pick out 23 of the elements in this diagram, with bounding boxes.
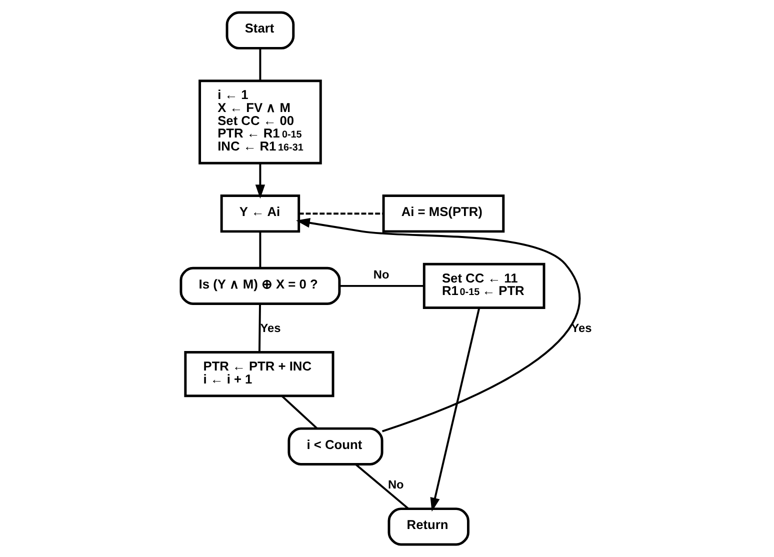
edge-label: No [388, 478, 404, 492]
edge-label: Yes [260, 321, 281, 336]
node-box: Start [226, 11, 295, 50]
node-box: i ← 1 X ← FV ∧ M Set CC ← 00 PTR ← R10-15 INC ← R116-31 [198, 80, 322, 164]
connector [259, 48, 262, 81]
node-box: Y ← Ai [220, 194, 300, 233]
node-box: i < Count [288, 427, 384, 466]
connector [298, 212, 384, 215]
connector [340, 284, 424, 287]
connector [355, 464, 410, 510]
connector [258, 304, 261, 352]
arrow [255, 163, 266, 199]
connector [259, 232, 262, 268]
node-box: Is (Y ∧ M) ⊕ X = 0 ? [180, 266, 341, 305]
connector [281, 395, 318, 430]
arrow [430, 308, 480, 512]
edge-label: No [373, 268, 390, 282]
edge-label: Yes [571, 321, 592, 336]
node-box: Return [388, 508, 470, 546]
node-box: Set CC ← 11 R10-15 ← PTR [422, 262, 546, 309]
node-box: Ai = MS(PTR) [382, 194, 505, 233]
node-box: PTR ← PTR + INC i ← i + 1 [184, 351, 334, 398]
arrow [296, 218, 580, 432]
